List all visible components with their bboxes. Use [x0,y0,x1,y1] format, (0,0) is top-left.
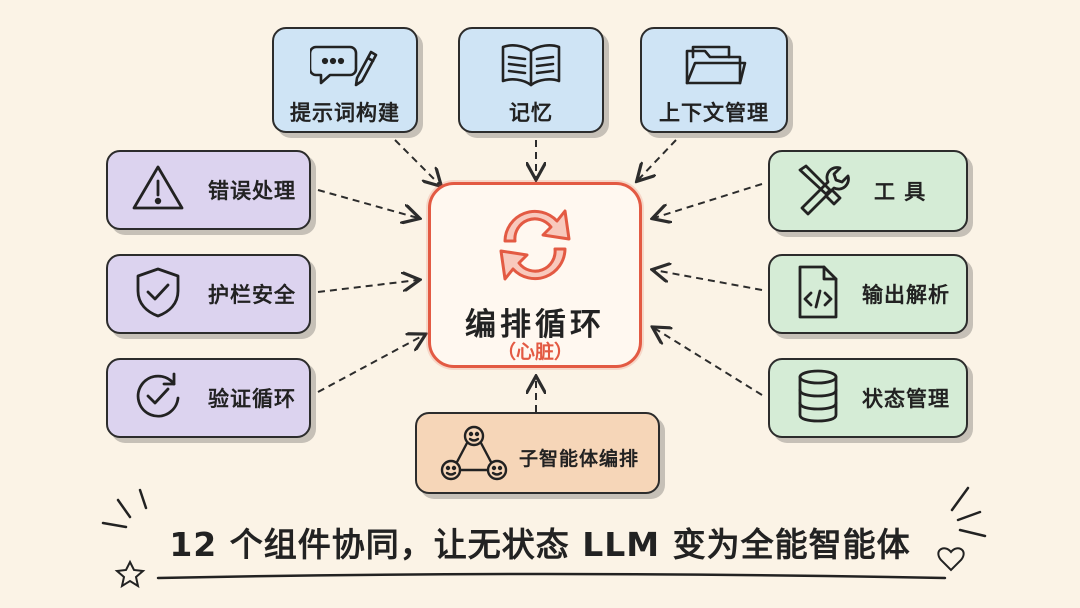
warning-triangle-icon [130,162,186,218]
component-label: 提示词构建 [290,101,400,125]
component-label: 记忆 [509,101,553,125]
refresh-cycle-icon [487,199,583,295]
arrow-prompt [394,139,440,185]
component-label: 状态管理 [862,387,950,411]
code-file-icon [792,263,844,325]
folder-icon [681,39,747,95]
agents-network-icon [439,424,509,488]
component-state-management: 状态管理 [768,358,968,438]
component-error-handling: 错误处理 [106,150,311,230]
database-icon [792,367,844,429]
component-tools: 工 具 [768,150,968,232]
component-label: 验证循环 [208,387,296,411]
open-book-icon [498,39,564,95]
core-subtitle: （心脏） [496,341,573,363]
component-output-parsing: 输出解析 [768,254,968,334]
component-label: 输出解析 [862,283,950,307]
arrow-error [317,189,418,218]
component-label: 上下文管理 [659,101,769,125]
component-label: 护栏安全 [208,283,296,307]
arrow-context [638,139,677,180]
arrow-tools [654,183,763,218]
arrow-state [654,328,763,396]
arrow-guardrail [317,280,418,293]
core-title: 编排循环 [465,307,605,343]
component-memory: 记忆 [458,27,604,133]
wrench-screwdriver-icon [792,160,850,222]
component-context-management: 上下文管理 [640,27,788,133]
component-label: 工 具 [874,180,927,204]
component-guardrail-safety: 护栏安全 [106,254,311,334]
circular-check-icon [130,368,186,428]
component-verification-loop: 验证循环 [106,358,311,438]
component-sub-agent-orchestration: 子智能体编排 [415,412,660,494]
tagline: 12 个组件协同，让无状态 LLM 变为全能智能体 [169,525,911,564]
shield-check-icon [130,264,186,324]
component-label: 子智能体编排 [519,448,640,470]
component-prompt-building: 提示词构建 [272,27,418,133]
orchestration-loop-core: 编排循环 （心脏） [428,182,642,368]
speech-bubble-pencil-icon [308,39,380,95]
arrow-verify [317,335,424,393]
arrow-output [654,270,763,291]
component-label: 错误处理 [208,179,296,203]
